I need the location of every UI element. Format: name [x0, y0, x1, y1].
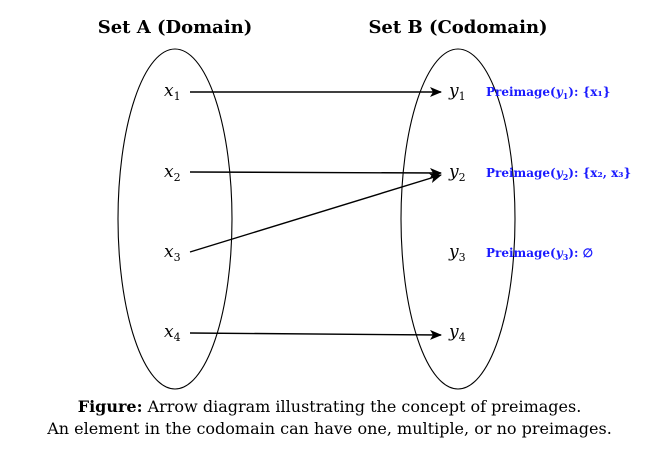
element-x3: x3 [164, 242, 181, 264]
element-y3: y3 [448, 242, 466, 264]
arrow-x2-y2 [189, 167, 442, 178]
caption-line-2: An element in the codomain can have one,… [47, 419, 612, 438]
set-b-title: Set B (Codomain) [368, 17, 547, 38]
set-a-elements: x1 x2 x3 x4 [164, 81, 181, 344]
preimage-y3: Preimage(y3): ∅ [486, 246, 593, 262]
caption-label: Figure: [77, 397, 143, 416]
element-y2: y2 [448, 162, 466, 184]
arrow-x3-y2 [189, 173, 442, 253]
element-x4: x4 [164, 322, 181, 344]
preimage-y2: Preimage(y2): {x₂, x₃} [486, 166, 631, 182]
set-b-elements: y1 y2 y3 y4 [448, 81, 466, 344]
element-x2: x2 [164, 162, 181, 184]
caption-text-1: Arrow diagram illustrating the concept o… [142, 397, 582, 416]
element-y4: y4 [448, 322, 466, 344]
element-x1: x1 [164, 81, 181, 103]
preimage-y1: Preimage(y1): {x₁} [486, 85, 610, 101]
mapping-arrows [189, 87, 442, 340]
element-y1: y1 [448, 81, 466, 103]
figure-caption: Figure: Arrow diagram illustrating the c… [0, 396, 659, 440]
set-a-title: Set A (Domain) [98, 17, 253, 38]
arrow-x4-y4 [189, 329, 442, 340]
caption-line-1: Figure: Arrow diagram illustrating the c… [0, 396, 659, 418]
set-a-ellipse [117, 48, 233, 390]
preimage-annotations: Preimage(y1): {x₁} Preimage(y2): {x₂, x₃… [486, 85, 631, 262]
set-b-ellipse [400, 48, 516, 390]
